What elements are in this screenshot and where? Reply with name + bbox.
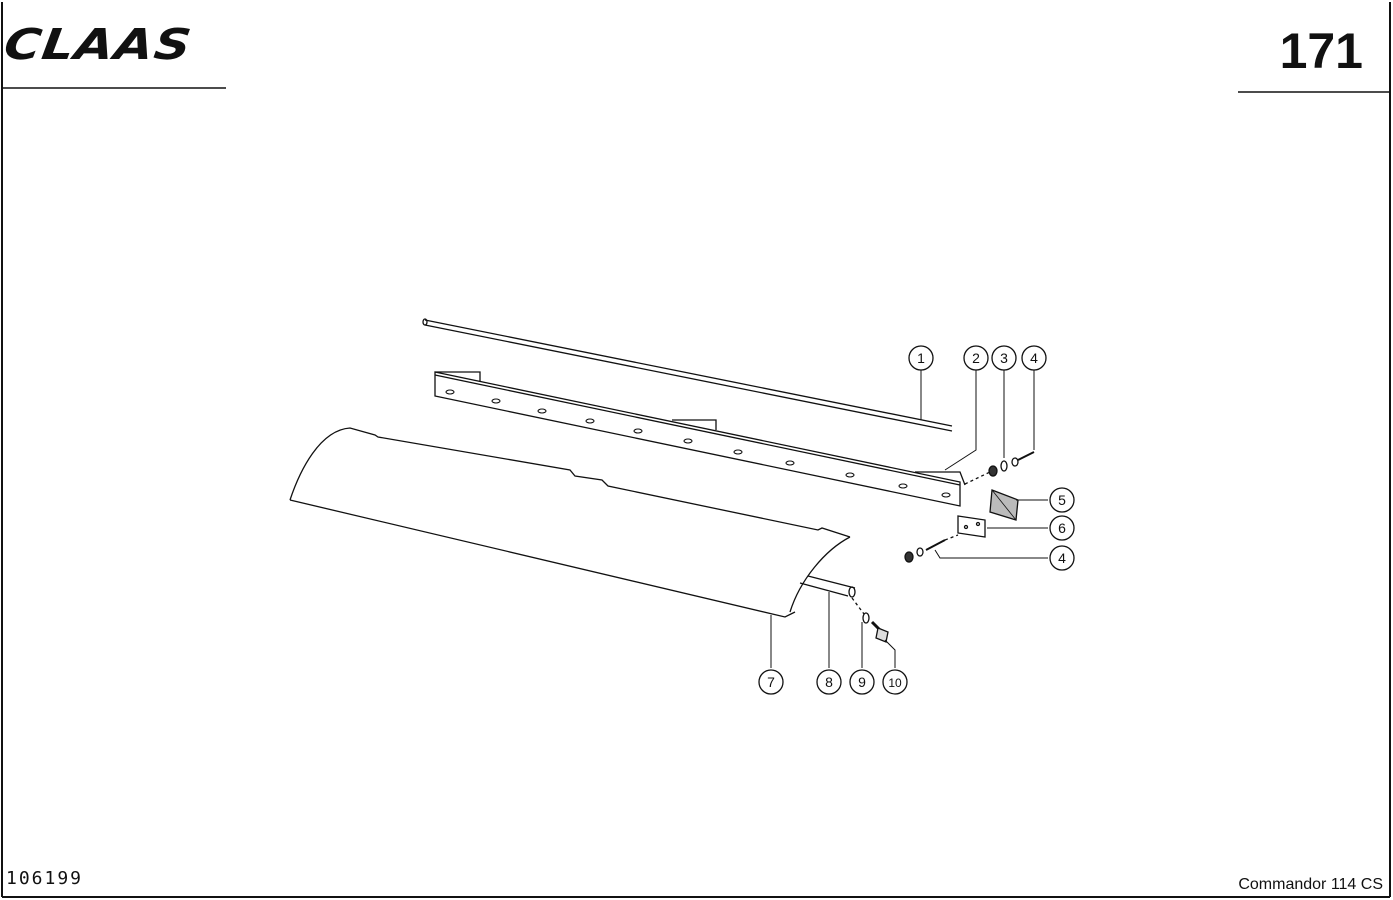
part-curved-cover <box>289 427 851 618</box>
callout-6: 6 <box>1058 520 1066 536</box>
callout-1: 1 <box>917 350 925 366</box>
part-fasteners-top <box>964 451 1035 485</box>
model-name: Commandor 114 CS <box>1238 876 1383 893</box>
part-plate <box>957 515 986 538</box>
part-angle-bar <box>434 371 966 507</box>
callout-4: 4 <box>1030 350 1038 366</box>
callout-3: 3 <box>1000 350 1008 366</box>
callout-9: 9 <box>858 674 866 690</box>
part-tube <box>799 575 856 598</box>
page-number: 171 <box>1279 23 1363 79</box>
callout-circles <box>758 345 1075 695</box>
leader-lines <box>770 370 1048 668</box>
callout-7: 7 <box>767 674 775 690</box>
part-rod <box>422 318 953 432</box>
callout-2: 2 <box>972 350 980 366</box>
document-number: 106199 <box>6 868 84 889</box>
callout-labels: 1 2 3 4 5 6 4 7 8 9 10 <box>767 350 1066 690</box>
callout-10: 10 <box>888 676 902 690</box>
part-fasteners-bottom <box>904 534 959 563</box>
parts-exploded-view <box>289 318 1048 668</box>
callout-8: 8 <box>825 674 833 690</box>
brand-logo: CLAAS <box>1 20 195 70</box>
callout-4-lower: 4 <box>1058 550 1066 566</box>
callout-5: 5 <box>1058 492 1066 508</box>
part-block <box>989 489 1019 521</box>
part-bolt <box>851 597 889 643</box>
